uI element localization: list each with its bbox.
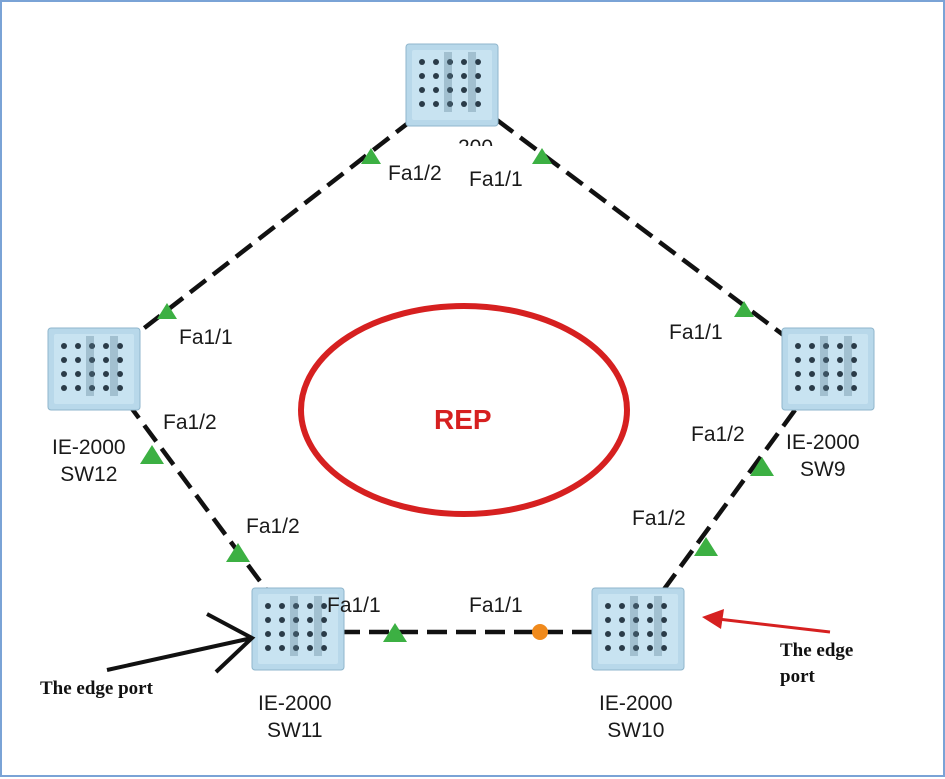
port-forwarding-icon	[383, 623, 407, 642]
edge-port-note-left: The edge port	[40, 678, 153, 699]
port-label-sw10-up: Fa1/2	[632, 507, 686, 530]
port-markers	[140, 148, 774, 642]
edge-port-note-right-line1: The edge	[780, 640, 854, 661]
device-model: IE-2000	[52, 436, 126, 459]
port-blocked-icon	[532, 624, 548, 640]
link-top-sw12	[132, 118, 414, 338]
device-label-sw9: IE-2000 SW9	[786, 429, 860, 483]
port-label-sw11-right: Fa1/1	[327, 594, 381, 617]
top-switch-label: 200	[458, 134, 493, 146]
device-label-sw12: IE-2000 SW12	[52, 434, 126, 488]
port-forwarding-icon	[694, 537, 718, 556]
device-model: IE-2000	[258, 692, 332, 715]
port-forwarding-icon	[750, 457, 774, 476]
device-label-sw10: IE-2000 SW10	[599, 690, 673, 744]
port-label-sw9-down: Fa1/2	[691, 423, 745, 446]
link-sw9-sw10	[660, 408, 797, 594]
device-name: SW9	[800, 458, 846, 481]
edge-port-note-right-line2: port	[780, 666, 815, 687]
switch-sw12-icon[interactable]	[47, 327, 141, 411]
port-forwarding-icon	[226, 543, 250, 562]
port-forwarding-icon	[734, 301, 754, 317]
edge-port-note-right: The edge port	[780, 638, 853, 690]
port-label-sw11-up: Fa1/2	[246, 515, 300, 538]
device-name: SW10	[607, 719, 665, 742]
port-forwarding-icon	[140, 445, 164, 464]
device-model: IE-2000	[599, 692, 673, 715]
rep-label: REP	[434, 404, 492, 435]
port-forwarding-icon	[157, 303, 177, 319]
link-sw12-sw11	[125, 400, 270, 594]
port-label-top-left: Fa1/2	[388, 162, 442, 185]
switch-top-icon[interactable]	[405, 43, 499, 127]
switch-sw9-icon[interactable]	[781, 327, 875, 411]
edge-port-arrow-left-icon	[106, 612, 256, 674]
device-name: SW12	[60, 463, 118, 486]
port-label-sw12-up: Fa1/1	[179, 326, 233, 349]
port-forwarding-icon	[532, 148, 552, 164]
device-label-sw11: IE-2000 SW11	[258, 690, 332, 744]
device-model: IE-2000	[786, 431, 860, 454]
device-name: SW11	[266, 719, 323, 742]
port-label-top-right: Fa1/1	[469, 168, 523, 191]
port-label-sw12-down: Fa1/2	[163, 411, 217, 434]
port-label-sw9-up: Fa1/1	[669, 321, 723, 344]
port-forwarding-icon	[361, 148, 381, 164]
rep-ring	[298, 303, 630, 517]
edge-port-arrow-right-icon	[702, 609, 831, 634]
switch-sw10-icon[interactable]	[591, 587, 685, 671]
port-label-sw10-left: Fa1/1	[469, 594, 523, 617]
